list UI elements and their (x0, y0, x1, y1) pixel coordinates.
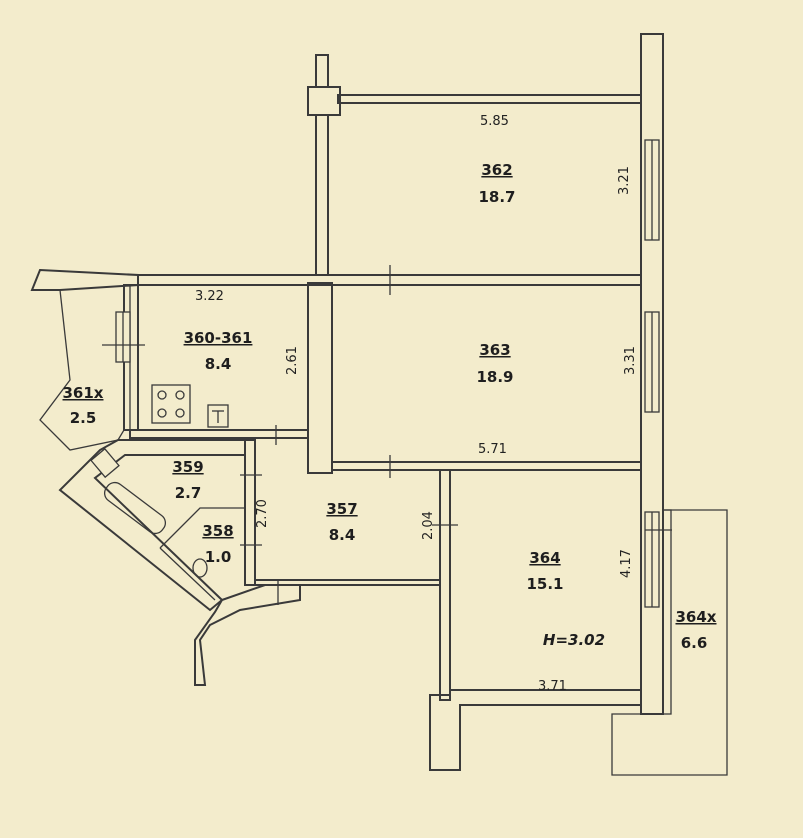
dim-362-depth: 3.21 (617, 166, 632, 195)
stove-icon (151, 384, 191, 424)
dim-364-depth: 4.17 (619, 549, 634, 578)
room-360-361-area: 8.4 (205, 355, 232, 373)
room-361x-number: 361х (63, 384, 104, 402)
walls (30, 33, 728, 776)
door-marks (102, 265, 672, 605)
dim-357-side: 2.70 (255, 499, 270, 528)
room-357-number: 357 (326, 500, 357, 518)
dim-364-width: 3.71 (538, 679, 567, 694)
room-359-area: 2.7 (175, 484, 202, 502)
room-364x-area: 6.6 (681, 634, 708, 652)
sink-icon (207, 404, 229, 428)
dim-357-door: 2.04 (421, 511, 436, 540)
dim-362-width: 5.85 (480, 114, 509, 129)
dim-360-depth: 2.61 (285, 346, 300, 375)
room-363-number: 363 (479, 341, 510, 359)
room-364-number: 364 (529, 549, 560, 567)
room-364x-number: 364х (676, 608, 717, 626)
room-358-area: 1.0 (205, 548, 232, 566)
dimension-labels: 5.85 3.21 3.22 2.61 3.31 5.71 2.70 2.04 … (195, 114, 638, 694)
room-357-area: 8.4 (329, 526, 356, 544)
dim-360-width: 3.22 (195, 289, 224, 304)
ceiling-height: H=3.02 (543, 631, 605, 649)
room-360-361-number: 360-361 (184, 329, 253, 347)
room-364-area: 15.1 (526, 575, 563, 593)
toilet-icon (192, 558, 208, 578)
room-358-number: 358 (202, 522, 233, 540)
room-359-number: 359 (172, 458, 203, 476)
room-363-area: 18.9 (476, 368, 513, 386)
room-361x-area: 2.5 (70, 409, 97, 427)
room-labels: 362 18.7 363 18.9 360-361 8.4 361х 2.5 3… (63, 161, 717, 652)
dim-363-width: 5.71 (478, 442, 507, 457)
bathtub-icon (103, 481, 167, 535)
room-362-area: 18.7 (478, 188, 515, 206)
dim-363-depth: 3.31 (623, 346, 638, 375)
room-362-number: 362 (481, 161, 512, 179)
windows (90, 139, 660, 608)
